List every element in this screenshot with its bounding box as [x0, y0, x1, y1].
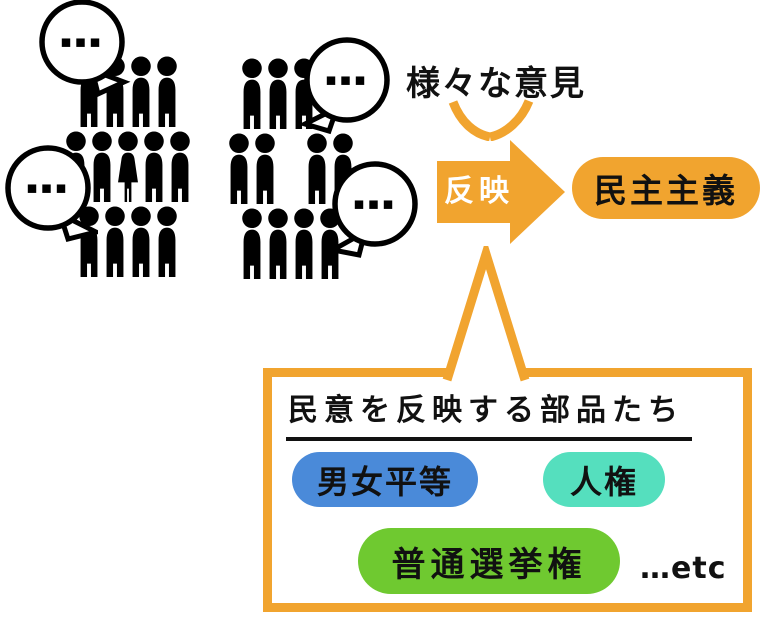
speech-bubble: ▪▪▪ — [0, 144, 98, 244]
reflect-arrow-label: 反映 — [444, 174, 514, 209]
speech-dots: ▪▪▪ — [325, 70, 369, 90]
person-icon — [242, 208, 262, 279]
funnel-check-icon — [448, 99, 534, 141]
speech-dots: ▪▪▪ — [60, 32, 104, 52]
person-icon — [131, 206, 151, 277]
person-icon — [268, 208, 288, 279]
pill-human-rights-label: 人権 — [569, 462, 638, 501]
pill-gender-equality: 男女平等 — [292, 452, 478, 507]
person-icon — [242, 58, 262, 129]
components-box-title: 民意を反映する部品たち — [286, 385, 692, 441]
person-icon — [268, 58, 288, 129]
speech-bubble: ▪▪▪ — [32, 0, 132, 98]
person-icon — [118, 131, 138, 202]
speech-bubble: ▪▪▪ — [325, 160, 425, 260]
person-icon — [170, 131, 190, 202]
pill-universal-suffrage-label: 普通選挙権 — [391, 544, 587, 585]
person-icon — [255, 133, 275, 204]
person-icon — [157, 56, 177, 127]
etc-label: …etc — [640, 551, 727, 586]
person-icon — [229, 133, 249, 204]
person-icon — [144, 131, 164, 202]
person-icon — [294, 208, 314, 279]
callout-pointer — [442, 246, 530, 382]
reflect-arrow: 反映 — [437, 140, 565, 245]
democracy-pill: 民主主義 — [572, 157, 760, 219]
components-box: 民意を反映する部品たち 男女平等 人権 普通選挙権 …etc — [263, 368, 752, 612]
speech-dots: ▪▪▪ — [26, 178, 70, 198]
various-opinions-label: 様々な意見 — [406, 64, 586, 104]
arrow-right-icon — [437, 140, 565, 244]
crowd-gap — [278, 133, 304, 205]
speech-bubble: ▪▪▪ — [297, 36, 397, 136]
pill-human-rights: 人権 — [543, 452, 665, 507]
pill-gender-equality-label: 男女平等 — [316, 462, 453, 501]
person-icon — [105, 206, 125, 277]
speech-dots: ▪▪▪ — [353, 194, 397, 214]
pill-universal-suffrage: 普通選挙権 — [358, 528, 620, 594]
democracy-label: 民主主義 — [594, 171, 738, 210]
person-icon — [157, 206, 177, 277]
